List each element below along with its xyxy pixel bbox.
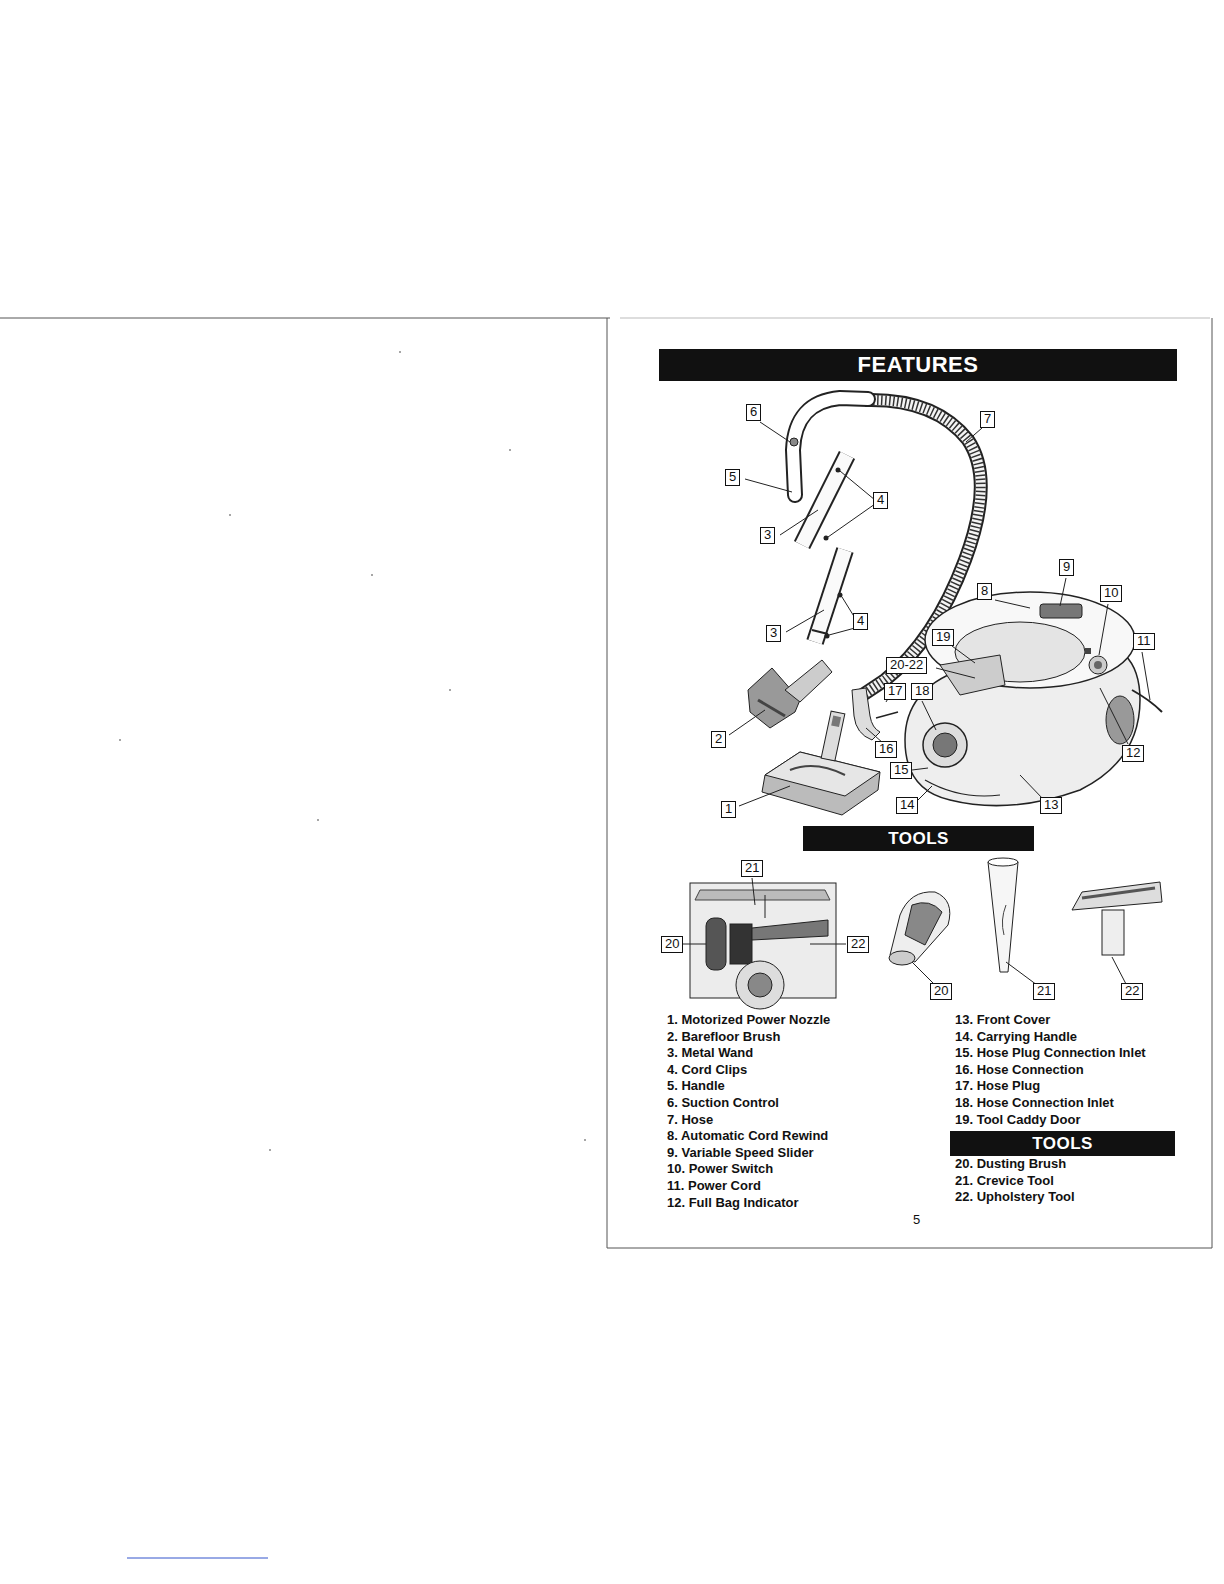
part-list-item: 3. Metal Wand: [667, 1046, 753, 1061]
part-list-item: 8. Automatic Cord Rewind: [667, 1129, 828, 1144]
callout-number: 15: [890, 762, 912, 779]
part-list-item: 18. Hose Connection Inlet: [955, 1096, 1114, 1111]
section-band: TOOLS: [950, 1131, 1175, 1156]
page-number: 5: [913, 1213, 920, 1228]
callout-number: 12: [1122, 745, 1144, 762]
callout-number: 2: [711, 731, 726, 748]
part-list-item: 15. Hose Plug Connection Inlet: [955, 1046, 1146, 1061]
part-list-item: 13. Front Cover: [955, 1013, 1050, 1028]
part-list-item: 19. Tool Caddy Door: [955, 1113, 1080, 1128]
leader-lines: [683, 422, 1150, 985]
metal-wand: [802, 455, 847, 642]
part-list-item: 2. Barefloor Brush: [667, 1030, 780, 1045]
callout-number: 22: [847, 936, 869, 953]
hose: [858, 400, 981, 698]
part-list-item: 14. Carrying Handle: [955, 1030, 1077, 1045]
specks: [119, 351, 586, 1151]
tool-caddy-inset: [690, 883, 836, 1009]
callout-number: 11: [1133, 633, 1155, 650]
callout-number: 4: [873, 492, 888, 509]
callout-number: 7: [980, 411, 995, 428]
part-list-item: 10. Power Switch: [667, 1162, 773, 1177]
callout-number: 14: [896, 797, 918, 814]
upholstery-tool: [1072, 882, 1162, 955]
callout-number: 9: [1059, 559, 1074, 576]
blue-rule: [127, 1558, 268, 1559]
part-list-item: 9. Variable Speed Slider: [667, 1146, 814, 1161]
barefloor-brush: [748, 660, 832, 728]
band-heading: TOOLS: [1032, 1134, 1093, 1154]
callout-number: 18: [911, 683, 933, 700]
page-frame: [0, 318, 1212, 1248]
callout-number: 21: [1033, 983, 1055, 1000]
part-list-item: 4. Cord Clips: [667, 1063, 747, 1078]
callout-number: 16: [875, 741, 897, 758]
callout-number: 22: [1121, 983, 1143, 1000]
callout-number: 1: [721, 801, 736, 818]
part-list-item: 22. Upholstery Tool: [955, 1190, 1075, 1205]
crevice-tool: [988, 858, 1018, 972]
callout-number: 5: [725, 469, 740, 486]
callout-number: 8: [977, 583, 992, 600]
callout-number: 6: [746, 404, 761, 421]
callout-number: 4: [853, 613, 868, 630]
section-band: TOOLS: [803, 826, 1034, 851]
part-list-item: 17. Hose Plug: [955, 1079, 1040, 1094]
section-band: FEATURES: [659, 349, 1177, 381]
callout-number: 17: [884, 683, 906, 700]
part-list-item: 11. Power Cord: [667, 1179, 761, 1194]
part-list-item: 12. Full Bag Indicator: [667, 1196, 798, 1211]
part-list-item: 1. Motorized Power Nozzle: [667, 1013, 830, 1028]
part-list-item: 21. Crevice Tool: [955, 1174, 1054, 1189]
callout-number: 21: [741, 860, 763, 877]
callout-number: 13: [1040, 797, 1062, 814]
part-list-item: 5. Handle: [667, 1079, 725, 1094]
part-list-item: 6. Suction Control: [667, 1096, 779, 1111]
callout-number: 20: [930, 983, 952, 1000]
canister-body: [905, 592, 1162, 806]
band-heading: TOOLS: [888, 829, 949, 849]
callout-number: 3: [766, 625, 781, 642]
callout-number: 19: [932, 629, 954, 646]
dusting-brush: [889, 892, 950, 965]
part-list-item: 16. Hose Connection: [955, 1063, 1084, 1078]
part-list-item: 7. Hose: [667, 1113, 713, 1128]
callout-number: 20-22: [886, 657, 927, 674]
callout-number: 20: [661, 936, 683, 953]
part-list-item: 20. Dusting Brush: [955, 1157, 1066, 1172]
power-nozzle: [762, 711, 880, 815]
callout-number: 3: [760, 527, 775, 544]
band-heading: FEATURES: [858, 352, 979, 378]
callout-number: 10: [1100, 585, 1122, 602]
